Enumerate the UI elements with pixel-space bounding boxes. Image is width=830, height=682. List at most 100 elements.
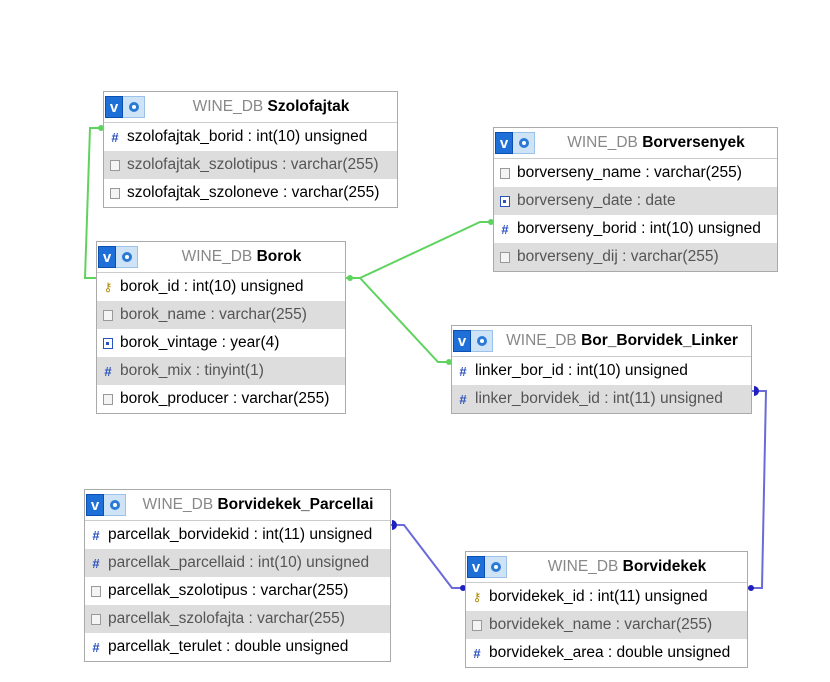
column-type: varchar(255): [219, 306, 307, 323]
column-row[interactable]: ⚷borvidekek_id : int(11) unsigned: [466, 583, 747, 611]
column-row[interactable]: #parcellak_parcellaid : int(10) unsigned: [85, 549, 390, 577]
column-row[interactable]: parcellak_szolotipus : varchar(255): [85, 577, 390, 605]
table-name: Bor_Borvidek_Linker: [581, 332, 738, 349]
table-title: WINE_DB Borvidekek: [507, 558, 747, 576]
text-column-icon: [102, 393, 114, 405]
column-separator: :: [179, 278, 193, 295]
column-name: szolofajtak_szoloneve: [127, 184, 279, 201]
column-type: int(11) unsigned: [612, 390, 723, 407]
gear-icon[interactable]: [104, 494, 126, 516]
column-separator: :: [611, 616, 625, 633]
column-row[interactable]: borverseny_name : varchar(255): [494, 159, 777, 187]
text-column-icon: [90, 613, 102, 625]
relation-borok-borversenyek: [346, 221, 494, 279]
table-borvidekek[interactable]: v WINE_DB Borvidekek ⚷borvidekek_id : int(…: [465, 551, 748, 668]
column-row[interactable]: borverseny_dij : varchar(255): [494, 243, 777, 271]
column-name: linker_borvidek_id: [475, 390, 600, 407]
toggle-view-button[interactable]: v: [105, 96, 123, 118]
column-separator: :: [245, 554, 258, 571]
toggle-view-button[interactable]: v: [495, 132, 513, 154]
column-type: varchar(255): [630, 248, 719, 265]
gear-icon[interactable]: [471, 330, 493, 352]
gear-icon[interactable]: [513, 132, 535, 154]
gear-icon[interactable]: [123, 96, 145, 118]
table-name: Borversenyek: [642, 134, 745, 151]
column-row[interactable]: #szolofajtak_borid : int(10) unsigned: [104, 123, 397, 151]
gear-icon[interactable]: [116, 246, 138, 268]
column-row[interactable]: #linker_borvidek_id : int(11) unsigned: [452, 385, 751, 413]
toggle-view-button[interactable]: v: [467, 556, 485, 578]
toggle-view-button[interactable]: v: [453, 330, 471, 352]
column-row[interactable]: parcellak_szolofajta : varchar(255): [85, 605, 390, 633]
numeric-column-icon: #: [92, 527, 100, 543]
column-separator: :: [563, 362, 577, 379]
column-name: borverseny_dij: [517, 248, 618, 265]
db-name: WINE_DB: [547, 558, 619, 575]
column-name: borvidekek_id: [489, 588, 585, 605]
relation-end-cap: [392, 520, 397, 530]
column-row[interactable]: borok_vintage : year(4): [97, 329, 345, 357]
relation-end-dot: [460, 585, 466, 591]
db-name: WINE_DB: [506, 332, 577, 349]
column-type: varchar(255): [654, 164, 742, 181]
column-row[interactable]: borok_name : varchar(255): [97, 301, 345, 329]
relation-end-dot: [488, 219, 494, 225]
table-header[interactable]: v WINE_DB Borversenyek: [494, 128, 777, 159]
column-row[interactable]: #borok_mix : tinyint(1): [97, 357, 345, 385]
column-type: tinyint(1): [204, 362, 264, 379]
text-column-icon: [109, 187, 121, 199]
date-column-icon: [499, 195, 511, 207]
column-type: double unsigned: [234, 638, 349, 655]
relation-end-cap: [754, 386, 759, 396]
column-separator: :: [249, 526, 263, 543]
numeric-column-icon: #: [459, 363, 467, 379]
column-row[interactable]: #borvidekek_area : double unsigned: [466, 639, 747, 667]
column-row[interactable]: borok_producer : varchar(255): [97, 385, 345, 413]
column-row[interactable]: borvidekek_name : varchar(255): [466, 611, 747, 639]
column-row[interactable]: ⚷borok_id : int(10) unsigned: [97, 273, 345, 301]
text-column-icon: [109, 159, 121, 171]
column-type: int(11) unsigned: [597, 588, 708, 605]
column-row[interactable]: #borverseny_borid : int(10) unsigned: [494, 215, 777, 243]
date-column-icon: [102, 337, 114, 349]
toggle-view-button[interactable]: v: [98, 246, 116, 268]
toggle-view-button[interactable]: v: [86, 494, 104, 516]
gear-icon[interactable]: [485, 556, 507, 578]
column-type: int(10) unsigned: [649, 220, 761, 237]
numeric-column-icon: #: [459, 391, 467, 407]
column-row[interactable]: szolofajtak_szolotipus : varchar(255): [104, 151, 397, 179]
table-borversenyek[interactable]: v WINE_DB Borversenyek borverseny_name : v…: [493, 127, 778, 272]
column-name: parcellak_borvidekid: [108, 526, 250, 543]
text-column-icon: [90, 585, 102, 597]
column-row[interactable]: #parcellak_terulet : double unsigned: [85, 633, 390, 661]
text-column-icon: [102, 309, 114, 321]
table-header[interactable]: v WINE_DB Bor_Borvidek_Linker: [452, 326, 751, 357]
column-type: year(4): [230, 334, 280, 351]
column-row[interactable]: borverseny_date : date: [494, 187, 777, 215]
column-row[interactable]: #linker_bor_id : int(10) unsigned: [452, 357, 751, 385]
numeric-column-icon: #: [501, 221, 509, 237]
column-type: varchar(255): [624, 616, 713, 633]
column-name: borverseny_date: [517, 192, 633, 209]
column-name: szolofajtak_borid: [127, 128, 244, 145]
column-row[interactable]: #parcellak_borvidekid : int(11) unsigned: [85, 521, 390, 549]
column-row[interactable]: szolofajtak_szoloneve : varchar(255): [104, 179, 397, 207]
text-column-icon: [471, 619, 483, 631]
column-name: szolofajtak_szolotipus: [127, 156, 278, 173]
text-column-icon: [499, 251, 511, 263]
table-title: WINE_DB Borversenyek: [535, 134, 777, 152]
column-separator: :: [278, 184, 292, 201]
relation-borok-szolofajtak: [83, 127, 104, 279]
table-header[interactable]: v WINE_DB Borvidekek: [466, 552, 747, 583]
table-linker[interactable]: v WINE_DB Bor_Borvidek_Linker #linker_bor_…: [451, 325, 752, 414]
numeric-column-icon: #: [111, 129, 119, 145]
column-separator: :: [617, 248, 631, 265]
column-name: parcellak_szolotipus: [108, 582, 248, 599]
